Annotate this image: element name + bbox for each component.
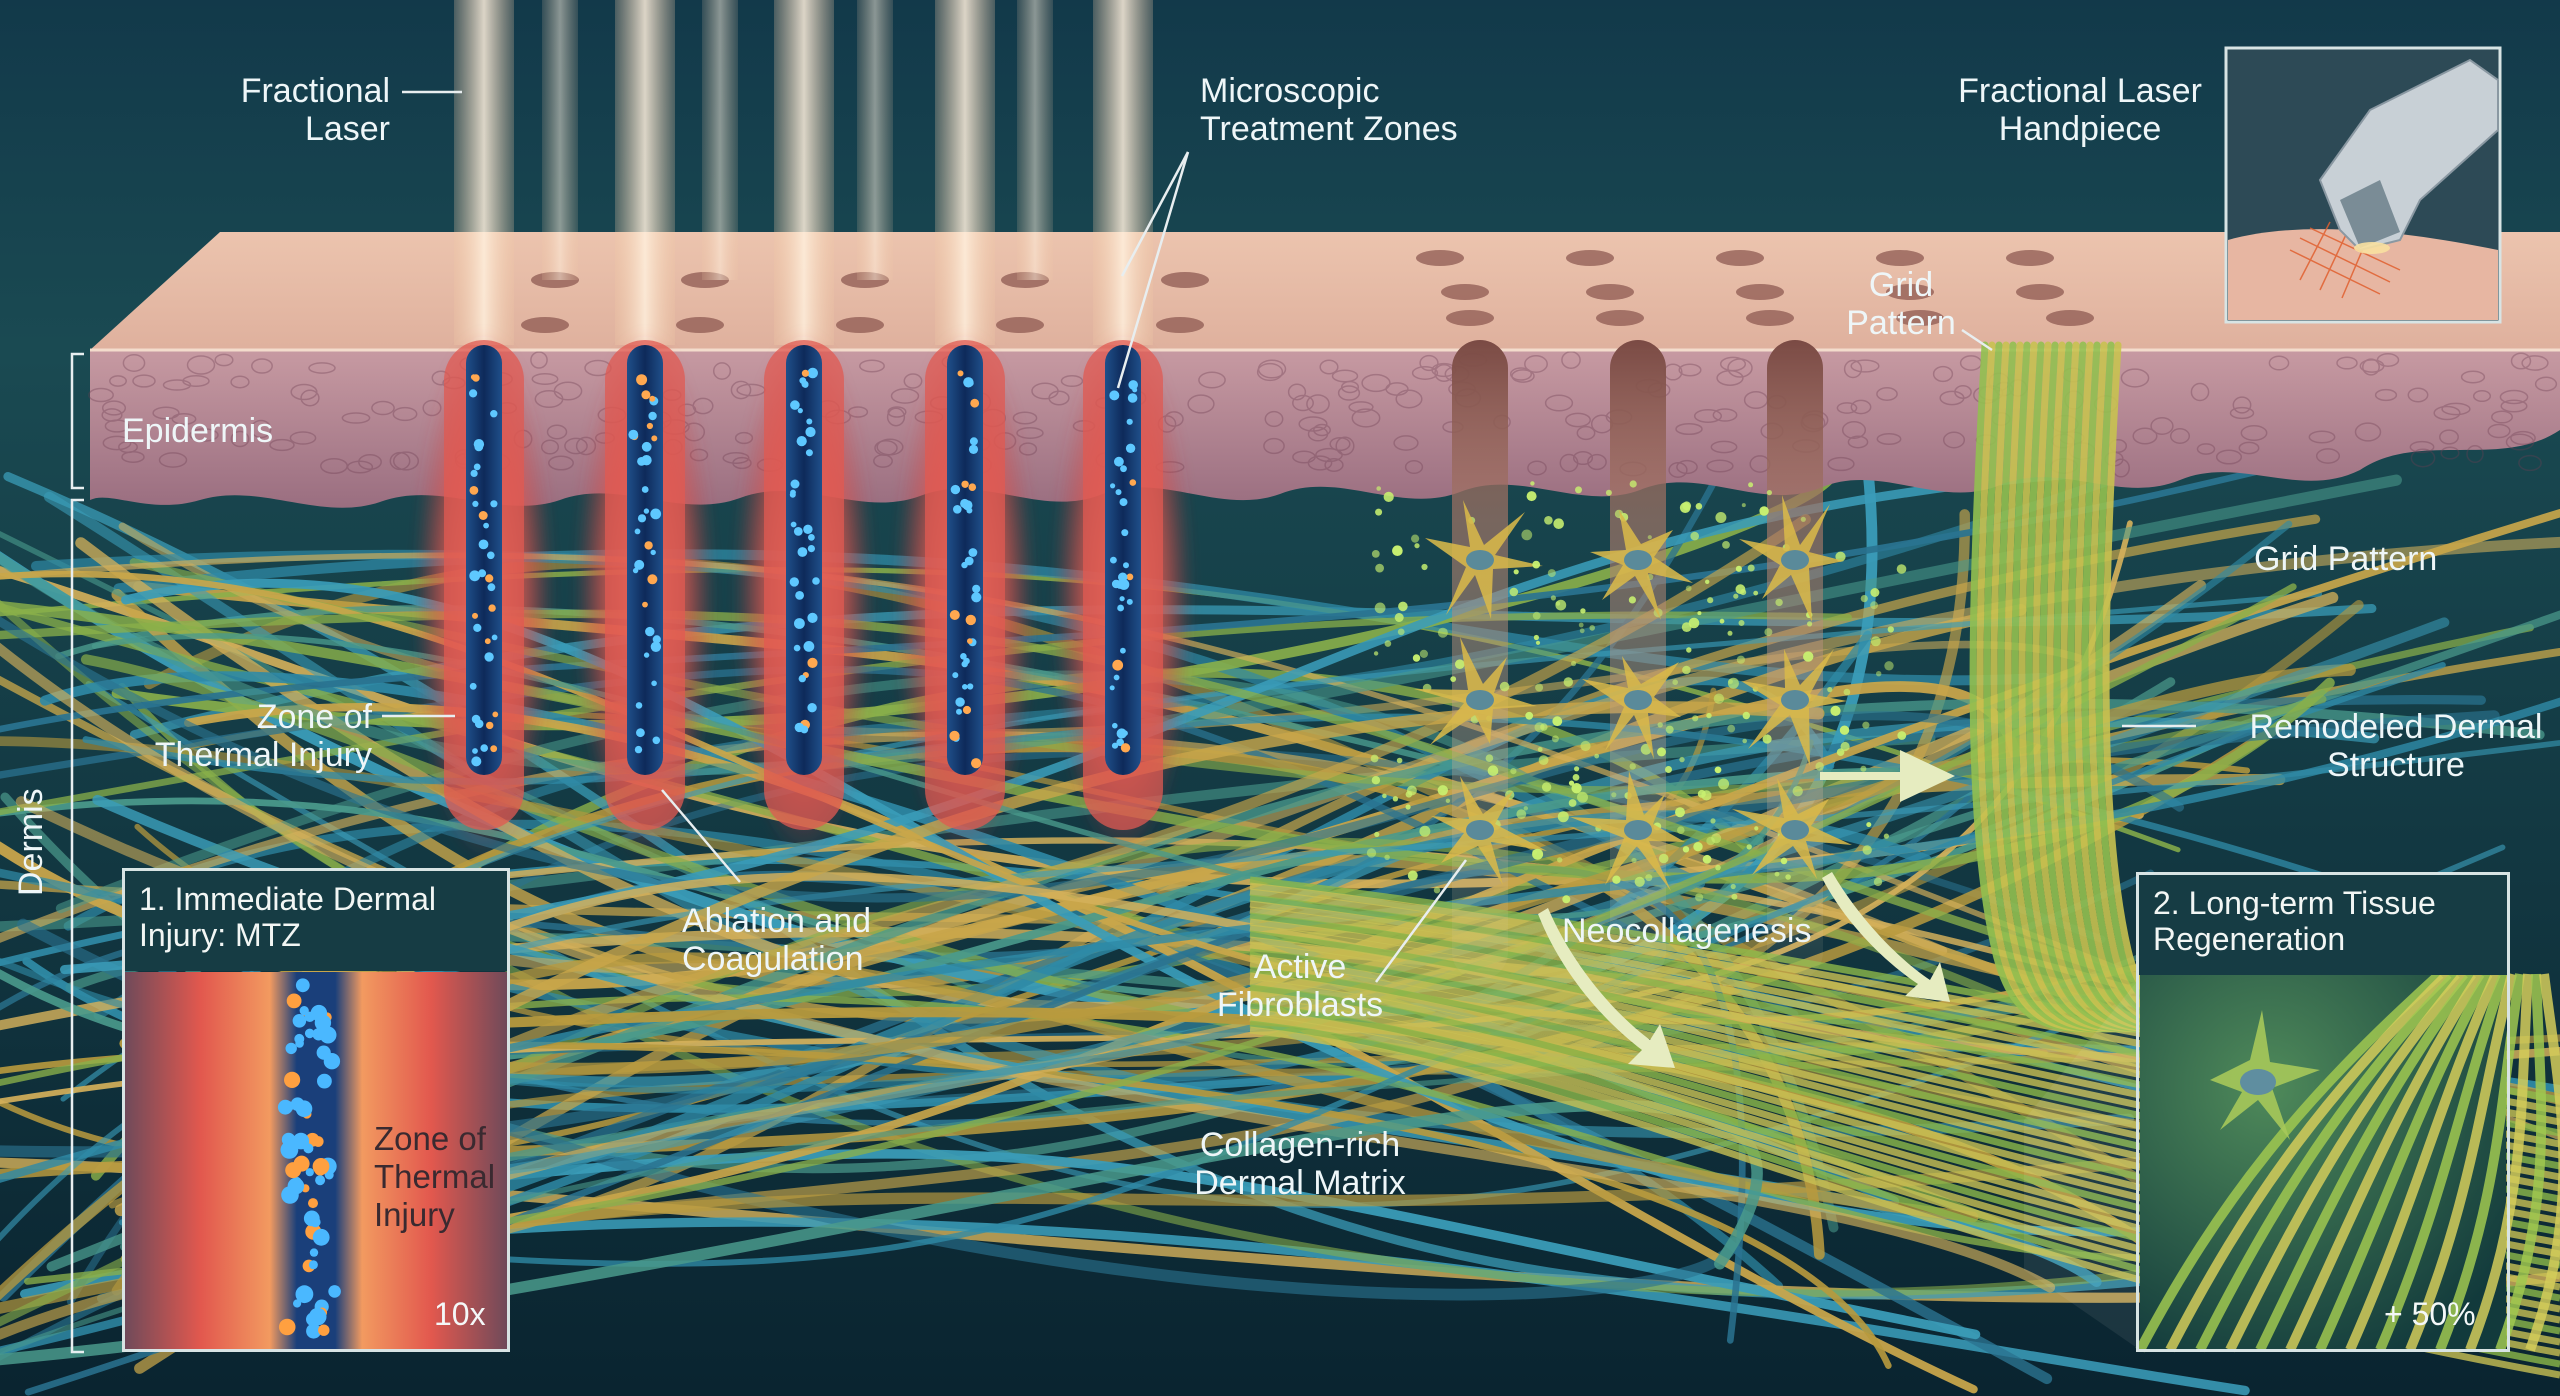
- label-zone-of-thermal-injury: Zone of Thermal Injury: [154, 698, 372, 774]
- laser-beams: [414, 0, 1193, 860]
- inset-right-frame: [2136, 872, 2510, 1352]
- label-collagen-rich-dermal-matrix: Collagen-rich Dermal Matrix: [1194, 1126, 1406, 1202]
- arrow-right: [1820, 750, 1955, 802]
- inset-left-label: Zone of Thermal Injury: [374, 1120, 496, 1233]
- inset-right-graphic: [2024, 970, 2560, 1353]
- label-ablation-and-coagulation: Ablation and Coagulation: [682, 902, 872, 978]
- epidermis-bracket: [70, 352, 84, 490]
- dermis-bracket: [70, 498, 84, 1354]
- label-remodeled-dermal-structure: Remodeled Dermal Structure: [2249, 708, 2543, 784]
- inset-right-title: 2. Long-term Tissue Regeneration: [2139, 875, 2507, 975]
- inset-left-title: 1. Immediate Dermal Injury: MTZ: [125, 871, 507, 971]
- label-active-fibroblasts: Active Fibroblasts: [1216, 948, 1384, 1024]
- label-microscopic-treatment-zones: Microscopic Treatment Zones: [1200, 72, 1458, 148]
- label-grid-pattern-top: Grid Pattern: [1846, 266, 1956, 342]
- label-fractional-laser: Fractional Laser: [240, 72, 390, 148]
- label-neocollagenesis: Neocollagenesis: [1562, 912, 1812, 950]
- inset-left-magnification: 10x: [434, 1296, 486, 1332]
- label-epidermis: Epidermis: [122, 412, 274, 450]
- label-fractional-laser-handpiece: Fractional Laser Handpiece: [1958, 72, 2202, 148]
- healing-columns: [1366, 340, 1907, 980]
- process-arrows: [1538, 750, 1955, 1068]
- inset-fibroblast: [2210, 1010, 2320, 1140]
- inset-left-graphic: [124, 972, 508, 1350]
- inset-right-magnification: + 50%: [2384, 1296, 2476, 1332]
- arrow-down-right: [1822, 872, 1950, 1002]
- layer-brackets: [70, 352, 84, 1354]
- arrow-down-left: [1538, 908, 1675, 1068]
- label-grid-pattern-right: Grid Pattern: [2254, 540, 2438, 578]
- label-dermis: Dermis: [12, 788, 50, 896]
- handpiece-inset: [2224, 46, 2502, 324]
- inset-left-frame: [122, 868, 510, 1352]
